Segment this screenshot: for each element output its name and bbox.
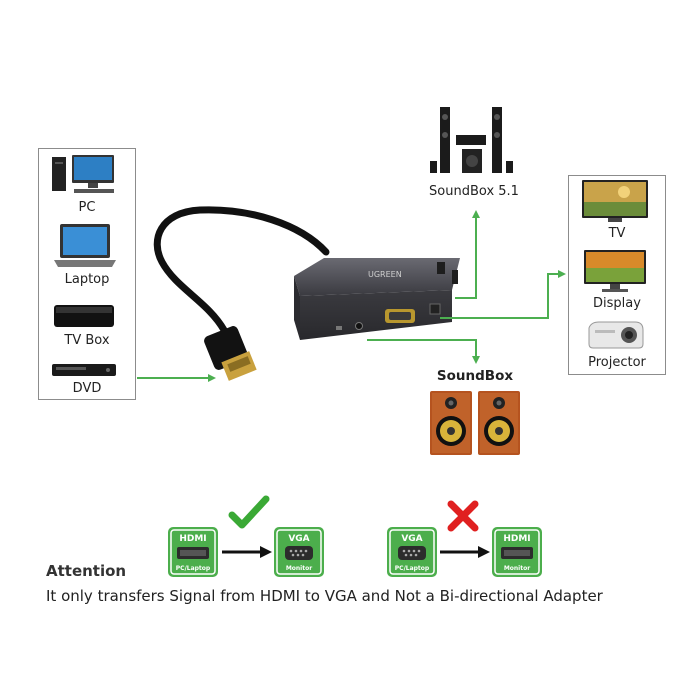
pc-icon (52, 155, 114, 193)
soundbox51-label: SoundBox 5.1 (429, 184, 519, 199)
svg-text:VGA: VGA (401, 534, 422, 544)
supported-hdmi-tile: HDMI PC/Laptop (168, 527, 218, 577)
source-label-dvd: DVD (72, 381, 102, 396)
output-label-tv: TV (608, 226, 626, 241)
hdmi-to-vga-adapter: UGREEN (294, 258, 460, 340)
svg-text:HDMI: HDMI (179, 534, 206, 544)
projector-icon (588, 321, 644, 349)
source-label-pc: PC (78, 200, 96, 215)
soundbox-label: SoundBox (436, 368, 514, 384)
arrow-adapter-to-soundbox51 (455, 210, 480, 299)
display-icon (584, 250, 646, 292)
arrow-adapter-to-soundbox (367, 339, 480, 364)
svg-text:HDMI: HDMI (503, 534, 530, 544)
tv-icon (582, 180, 648, 222)
cross-icon (447, 500, 479, 532)
svg-text:PC/Laptop: PC/Laptop (395, 565, 430, 572)
tv-box-icon (54, 305, 114, 327)
output-label-display: Display (593, 296, 641, 311)
attention-text: It only transfers Signal from HDMI to VG… (46, 587, 603, 605)
arrow-adapter-to-outputs (440, 270, 566, 319)
unsupported-hdmi-tile: HDMI Monitor (492, 527, 542, 577)
source-label-tv-box: TV Box (64, 333, 110, 348)
svg-text:VGA: VGA (288, 534, 309, 544)
hdmi-cable (153, 206, 330, 334)
svg-text:PC/Laptop: PC/Laptop (176, 565, 211, 572)
svg-text:UGREEN: UGREEN (368, 270, 402, 279)
stereo-speakers-icon (430, 391, 520, 455)
laptop-icon (54, 224, 116, 267)
unsupported-direction-arrow (440, 546, 490, 558)
svg-text:Monitor: Monitor (286, 565, 312, 572)
supported-direction-arrow (222, 546, 272, 558)
supported-vga-tile: VGA Monitor (274, 527, 324, 577)
surround-speakers-icon (430, 107, 513, 173)
check-icon (228, 495, 270, 529)
source-label-laptop: Laptop (64, 272, 110, 287)
dvd-player-icon (52, 364, 116, 376)
unsupported-vga-tile: VGA PC/Laptop (387, 527, 437, 577)
output-label-projector: Projector (588, 355, 646, 370)
svg-text:Monitor: Monitor (504, 565, 530, 572)
hdmi-plug (204, 326, 257, 381)
attention-title: Attention (46, 562, 127, 580)
